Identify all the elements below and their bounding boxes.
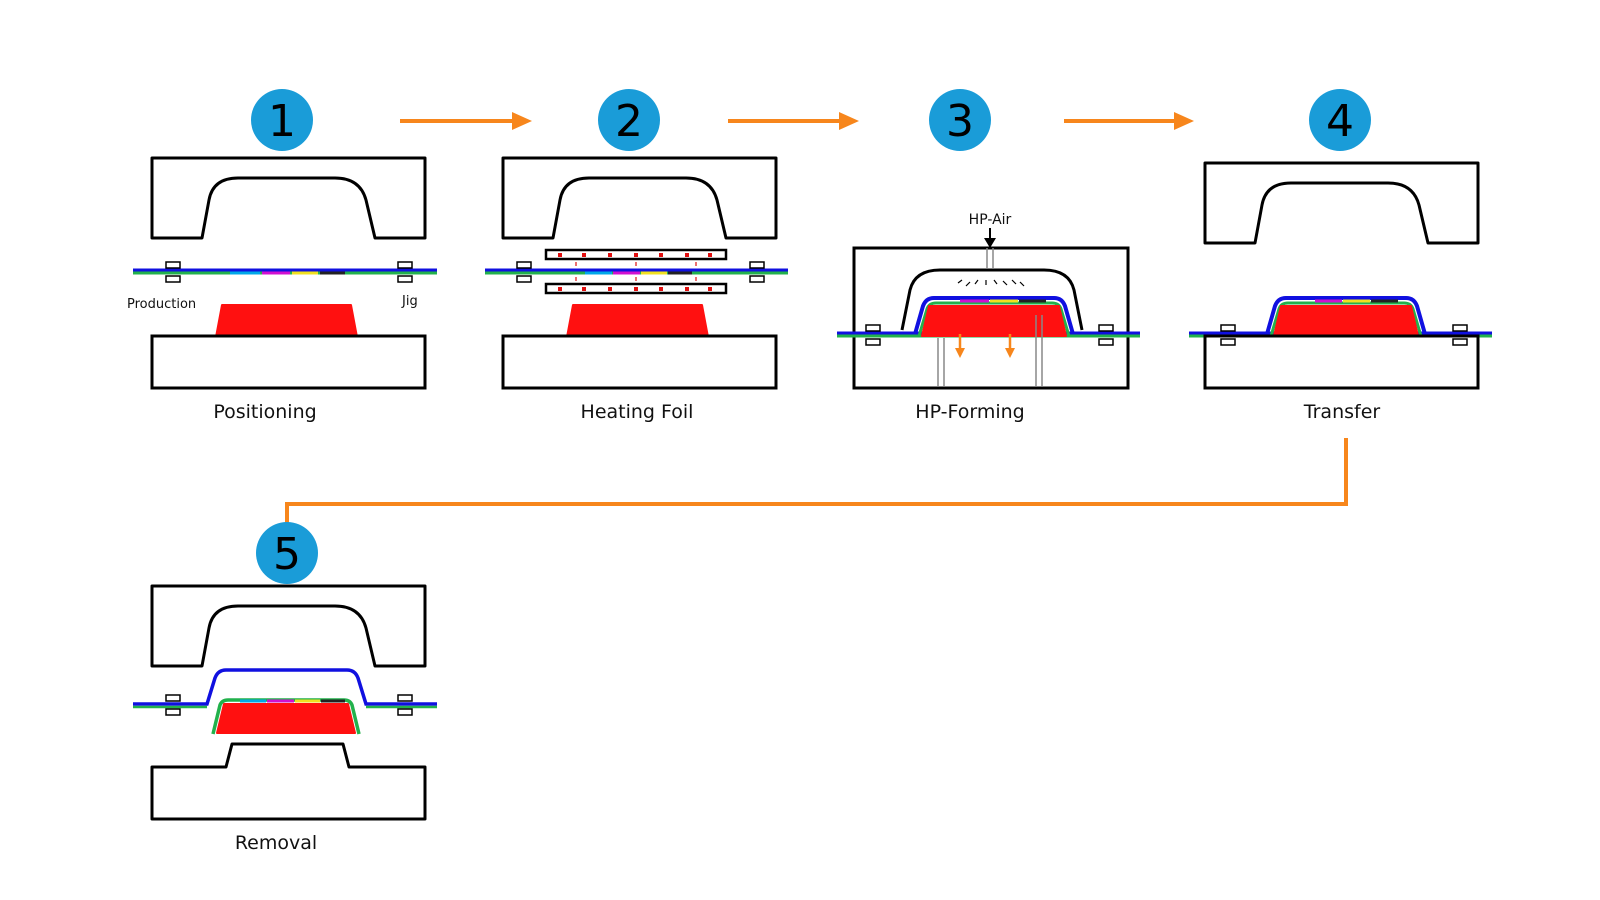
step-number-3: 3 — [946, 96, 974, 147]
step-number-1: 1 — [268, 96, 296, 147]
lower-mold — [1203, 334, 1480, 390]
support-columns — [937, 315, 1043, 386]
carrier-film — [133, 668, 437, 706]
step-badge-4: 4 — [1309, 89, 1371, 151]
heating-dots — [558, 253, 712, 291]
step-5-illustration: Removal — [133, 584, 437, 854]
step-5-caption: Removal — [235, 832, 317, 854]
step-4-caption: Transfer — [1303, 401, 1381, 423]
step-badge-5: 5 — [256, 522, 318, 584]
part — [215, 304, 358, 338]
lower-mold — [150, 742, 427, 821]
jig-clamp-right — [749, 261, 765, 283]
air-flow-marks — [957, 279, 1025, 287]
flow-arrow-2-3 — [728, 112, 859, 130]
production-label: Production — [127, 297, 196, 312]
step-3-illustration: HP-Air — [837, 212, 1140, 423]
upper-mold-cavity — [900, 268, 1084, 331]
lower-mold — [501, 334, 778, 390]
step-badge-3: 3 — [929, 89, 991, 151]
step-3-caption: HP-Forming — [915, 401, 1024, 423]
jig-clamp-left — [165, 261, 181, 283]
step-4-illustration: Transfer — [1189, 161, 1492, 423]
jig-clamp-right — [1452, 324, 1468, 346]
air-inlet — [986, 248, 994, 268]
part — [216, 703, 356, 734]
jig-clamp-right — [397, 694, 413, 716]
step-number-5: 5 — [273, 529, 301, 580]
upper-mold — [1203, 161, 1480, 245]
part — [566, 304, 709, 338]
upper-mold — [150, 156, 427, 240]
step-badge-1: 1 — [251, 89, 313, 151]
part — [921, 305, 1067, 337]
jig-clamp-left — [516, 261, 532, 283]
upper-mold — [501, 156, 778, 240]
step-1-illustration: Production Jig Positioning — [127, 156, 437, 423]
jig-label: Jig — [401, 294, 418, 309]
upper-mold — [150, 584, 427, 668]
step-2-illustration: Heating Foil — [485, 156, 788, 423]
flow-arrow-1-2 — [400, 112, 532, 130]
step-number-4: 4 — [1326, 96, 1354, 147]
flow-connector-4-5 — [285, 438, 1348, 528]
pressure-arrow-icon — [955, 334, 1015, 358]
part — [1273, 305, 1419, 337]
jig-clamp-left — [865, 324, 881, 346]
formed-foil — [913, 296, 1075, 335]
jig-clamp-left — [1220, 324, 1236, 346]
step-1-caption: Positioning — [213, 401, 316, 423]
step-number-2: 2 — [615, 96, 643, 147]
jig-clamp-right — [397, 261, 413, 283]
step-2-caption: Heating Foil — [581, 401, 694, 423]
hp-air-label: HP-Air — [969, 212, 1012, 228]
jig-clamp-left — [165, 694, 181, 716]
heat-radiation-arrows — [575, 262, 697, 281]
flow-arrow-3-4 — [1064, 112, 1194, 130]
jig-clamp-right — [1098, 324, 1114, 346]
step-badge-2: 2 — [598, 89, 660, 151]
air-arrow-icon — [984, 228, 996, 248]
formed-foil — [1265, 296, 1427, 335]
lower-mold — [150, 334, 427, 390]
